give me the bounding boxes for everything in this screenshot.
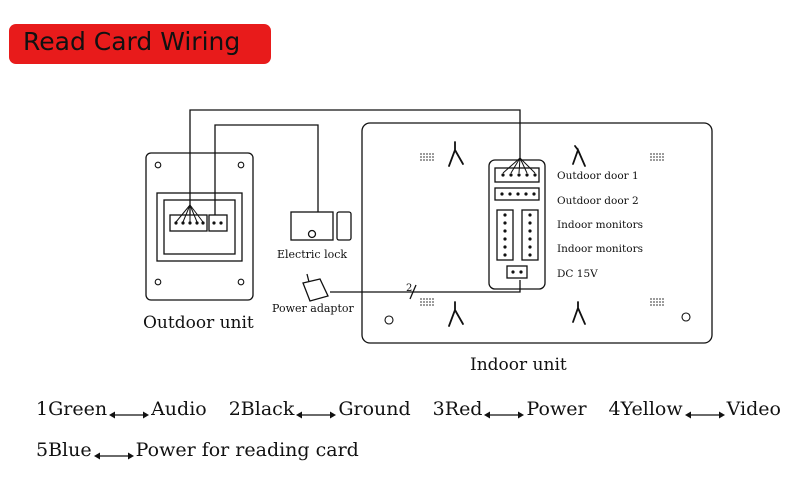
screw-hole (154, 278, 162, 286)
outdoor-terminal-block (169, 214, 208, 232)
screw-hole (384, 315, 394, 325)
wire-count-label: 2 (406, 283, 412, 294)
port-label-monitors-2: Indoor monitors (557, 243, 643, 255)
double-arrow-icon (296, 404, 337, 419)
double-arrow-icon (109, 404, 150, 419)
electric-lock-keyhole (307, 229, 317, 239)
mount-hook-icon (572, 145, 586, 167)
speaker-grille-tr (650, 153, 664, 161)
legend-2-left: 2Black (228, 398, 295, 420)
wire-outdoor-to-door1 (189, 109, 521, 215)
indoor-unit-housing (361, 122, 713, 344)
power-adaptor-prong (306, 273, 310, 283)
banner-title: Read Card Wiring (23, 27, 241, 56)
port-label-dc: DC 15V (557, 268, 598, 280)
port-label-door1: Outdoor door 1 (557, 170, 639, 182)
power-adaptor-label: Power adaptor (272, 302, 355, 315)
speaker-grille-br (650, 298, 664, 306)
electric-lock-label: Electric lock (277, 248, 347, 261)
legend-row-1: 1Green Audio 2Black Ground 3Red Power 4Yellow V… (36, 398, 781, 420)
screw-hole (237, 278, 245, 286)
port-row-door2 (494, 187, 540, 201)
outdoor-unit-panel (156, 192, 243, 262)
legend-1-left: 1Green (36, 398, 108, 420)
legend-5-right: Power for reading card (135, 439, 359, 461)
outdoor-unit-housing (145, 152, 254, 301)
outdoor-unit-label: Outdoor unit (143, 313, 254, 333)
port-dc (506, 265, 528, 279)
legend-3-right: Power (526, 398, 587, 420)
electric-lock-body (290, 211, 334, 241)
wire-adaptor-to-dc (330, 280, 521, 293)
outdoor-terminal-block-small (208, 214, 228, 232)
legend-4-right: Video (726, 398, 781, 420)
indoor-unit-label: Indoor unit (470, 355, 567, 375)
double-arrow-icon (93, 445, 134, 460)
screw-hole (154, 161, 162, 169)
legend-4-left: 4Yellow (608, 398, 683, 420)
legend-3-left: 3Red (432, 398, 483, 420)
legend-row-2: 5Blue Power for reading card (36, 439, 359, 461)
port-col-left (496, 209, 514, 261)
port-col-right (521, 209, 539, 261)
speaker-grille-bl (420, 298, 434, 306)
screw-hole (681, 312, 691, 322)
screw-hole (237, 161, 245, 169)
double-arrow-icon (484, 404, 525, 419)
mount-hook-icon (572, 301, 586, 325)
legend-5-left: 5Blue (36, 439, 92, 461)
port-row-door1 (494, 167, 540, 183)
outdoor-unit-inner-panel (163, 199, 236, 255)
electric-lock-plate (336, 211, 352, 241)
port-label-door2: Outdoor door 2 (557, 195, 639, 207)
wire-count-slash (409, 284, 417, 300)
legend-2-right: Ground (338, 398, 411, 420)
power-adaptor-body (302, 278, 329, 302)
double-arrow-icon (684, 404, 725, 419)
mount-hook-icon (448, 301, 464, 327)
speaker-grille-tl (420, 153, 434, 161)
title-banner: Read Card Wiring (9, 24, 271, 64)
legend-1-right: Audio (151, 398, 207, 420)
mount-hook-icon (448, 141, 464, 167)
port-label-monitors-1: Indoor monitors (557, 219, 643, 231)
wire-outdoor-to-lock (214, 124, 319, 215)
